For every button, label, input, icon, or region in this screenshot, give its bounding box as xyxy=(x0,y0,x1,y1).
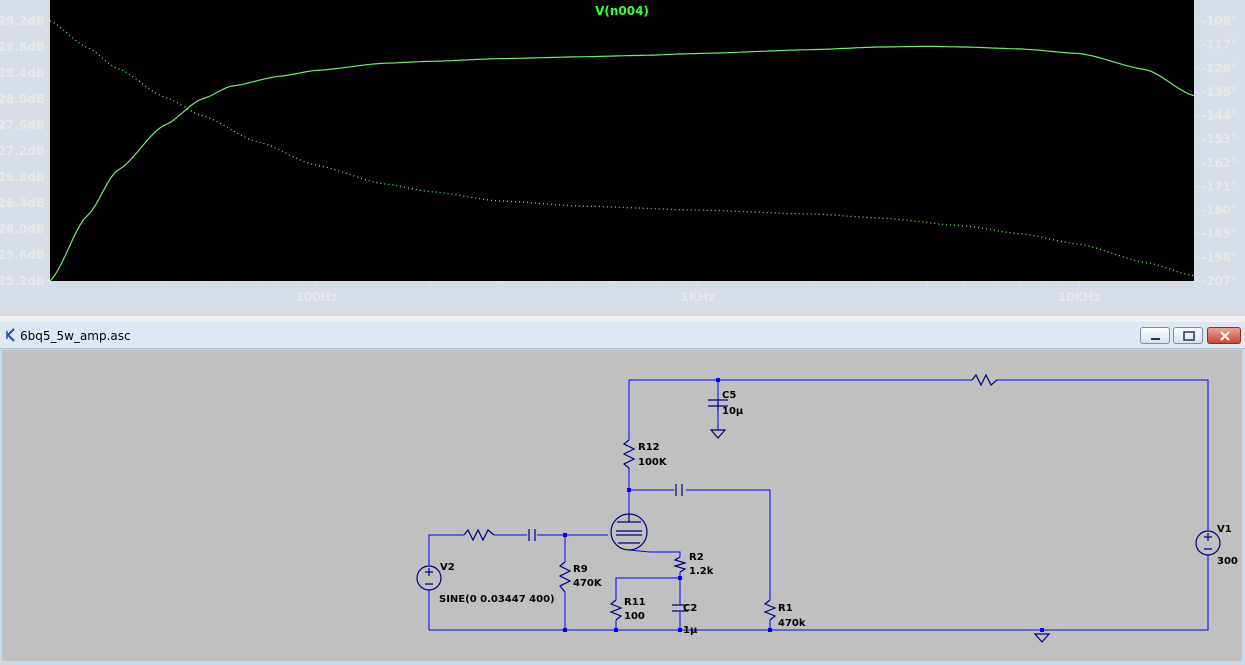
maximize-button[interactable] xyxy=(1173,327,1203,344)
input-wire xyxy=(428,534,608,630)
left-tick-label: 28.0dB xyxy=(0,92,45,106)
schematic-window: 6bq5_5w_amp.asc xyxy=(0,322,1245,665)
waveform-plot[interactable]: V(n004) 29.2dB 28.8dB 28.4dB 28.0dB 27.6dB 27… xyxy=(0,0,1245,316)
r12-name: R12 xyxy=(638,442,660,453)
r9-value: 470K xyxy=(573,578,603,589)
v1-source[interactable] xyxy=(1195,530,1221,556)
right-tick-label: -207° xyxy=(1201,274,1237,288)
left-tick-label: 25.2dB xyxy=(0,274,45,288)
left-tick-label: 27.2dB xyxy=(0,144,45,158)
r9-resistor[interactable] xyxy=(558,561,572,593)
x-tick-label: 1KHz xyxy=(681,290,716,304)
pentode-tube[interactable] xyxy=(610,513,648,551)
ground-icon xyxy=(1033,633,1051,643)
x-tick-label: 10KHz xyxy=(1058,290,1101,304)
junctions xyxy=(563,378,1044,632)
schematic-titlebar[interactable]: 6bq5_5w_amp.asc xyxy=(0,322,1245,349)
right-tick-label: -108° xyxy=(1201,14,1237,28)
right-tick-label: -162° xyxy=(1201,156,1237,170)
right-tick-label: -180° xyxy=(1201,203,1237,217)
v1-value: 300 xyxy=(1217,556,1238,567)
r1-resistor[interactable] xyxy=(763,599,777,621)
input-resistor[interactable] xyxy=(463,528,495,542)
v2-name: V2 xyxy=(440,562,455,573)
right-tick-label: -117° xyxy=(1201,38,1237,52)
r11-name: R11 xyxy=(624,597,646,608)
left-tick-label: 28.4dB xyxy=(0,66,45,80)
left-tick-label: 28.8dB xyxy=(0,40,45,54)
ltspice-app-icon xyxy=(6,328,15,342)
coupling-capacitor[interactable] xyxy=(675,484,683,496)
left-tick-label: 26.8dB xyxy=(0,170,45,184)
c5-value: 10µ xyxy=(722,406,744,417)
c2-capacitor[interactable] xyxy=(672,604,688,612)
left-tick-label: 26.4dB xyxy=(0,196,45,210)
c5-name: C5 xyxy=(722,390,736,401)
plot-area[interactable] xyxy=(50,0,1194,281)
left-axis: 29.2dB 28.8dB 28.4dB 28.0dB 27.6dB 27.2dB 26.8… xyxy=(0,14,50,288)
minimize-icon xyxy=(1151,338,1160,340)
magnitude-trace[interactable] xyxy=(49,45,1195,282)
r12-value: 100K xyxy=(638,457,668,468)
schematic-window-title: 6bq5_5w_amp.asc xyxy=(20,329,131,343)
wires xyxy=(428,379,1209,631)
x-tick-label: 100Hz xyxy=(296,290,338,304)
waveform-viewer[interactable]: V(n004) 29.2dB 28.8dB 28.4dB 28.0dB 27.6dB 27… xyxy=(0,0,1245,316)
r2-resistor[interactable] xyxy=(672,556,688,573)
minimize-button[interactable] xyxy=(1140,327,1170,344)
v2-value: SINE(0 0.03447 400) xyxy=(439,594,555,605)
right-tick-label: -126° xyxy=(1201,61,1237,75)
x-axis: 100Hz 1KHz 10KHz xyxy=(49,281,1195,304)
close-icon xyxy=(1220,331,1230,341)
right-tick-label: -144° xyxy=(1201,109,1237,123)
right-tick-label: -198° xyxy=(1201,250,1237,264)
r11-resistor[interactable] xyxy=(609,599,623,621)
r2-value: 1.2k xyxy=(689,566,714,577)
left-tick-label: 29.2dB xyxy=(0,14,45,28)
c2-name: C2 xyxy=(683,603,697,614)
r2-name: R2 xyxy=(689,552,704,563)
r11-value: 100 xyxy=(624,611,645,622)
c5-capacitor[interactable] xyxy=(708,399,728,410)
v2-source[interactable] xyxy=(416,565,442,591)
r9-name: R9 xyxy=(573,564,588,575)
coupling-wire xyxy=(629,489,771,600)
maximize-icon xyxy=(1183,331,1195,341)
left-tick-label: 26.0dB xyxy=(0,222,45,236)
right-tick-label: -171° xyxy=(1201,179,1237,193)
schematic-canvas[interactable]: C5 10µ R12 100K R2 1.2k R9 470K R11 100 … xyxy=(2,350,1242,661)
r1-value: 470k xyxy=(778,618,806,629)
b-plus-wire xyxy=(629,379,1209,631)
trace-label[interactable]: V(n004) xyxy=(595,4,649,18)
right-tick-label: -189° xyxy=(1201,227,1237,241)
c2-value: 1µ xyxy=(683,625,698,636)
left-tick-label: 27.6dB xyxy=(0,118,45,132)
right-tick-label: -135° xyxy=(1201,85,1237,99)
r12-resistor[interactable] xyxy=(622,439,636,469)
series-layer xyxy=(49,20,1195,282)
close-button[interactable] xyxy=(1207,327,1241,344)
right-axis: -108° -117° -126° -135° -144° -153° -162° -171°… xyxy=(1194,14,1237,288)
r1-name: R1 xyxy=(778,603,793,614)
v1-name: V1 xyxy=(1217,524,1232,535)
right-tick-label: -153° xyxy=(1201,132,1237,146)
ground-icon xyxy=(709,429,727,439)
b-plus-resistor[interactable] xyxy=(971,373,998,387)
left-tick-label: 25.6dB xyxy=(0,248,45,262)
input-capacitor[interactable] xyxy=(528,529,536,541)
